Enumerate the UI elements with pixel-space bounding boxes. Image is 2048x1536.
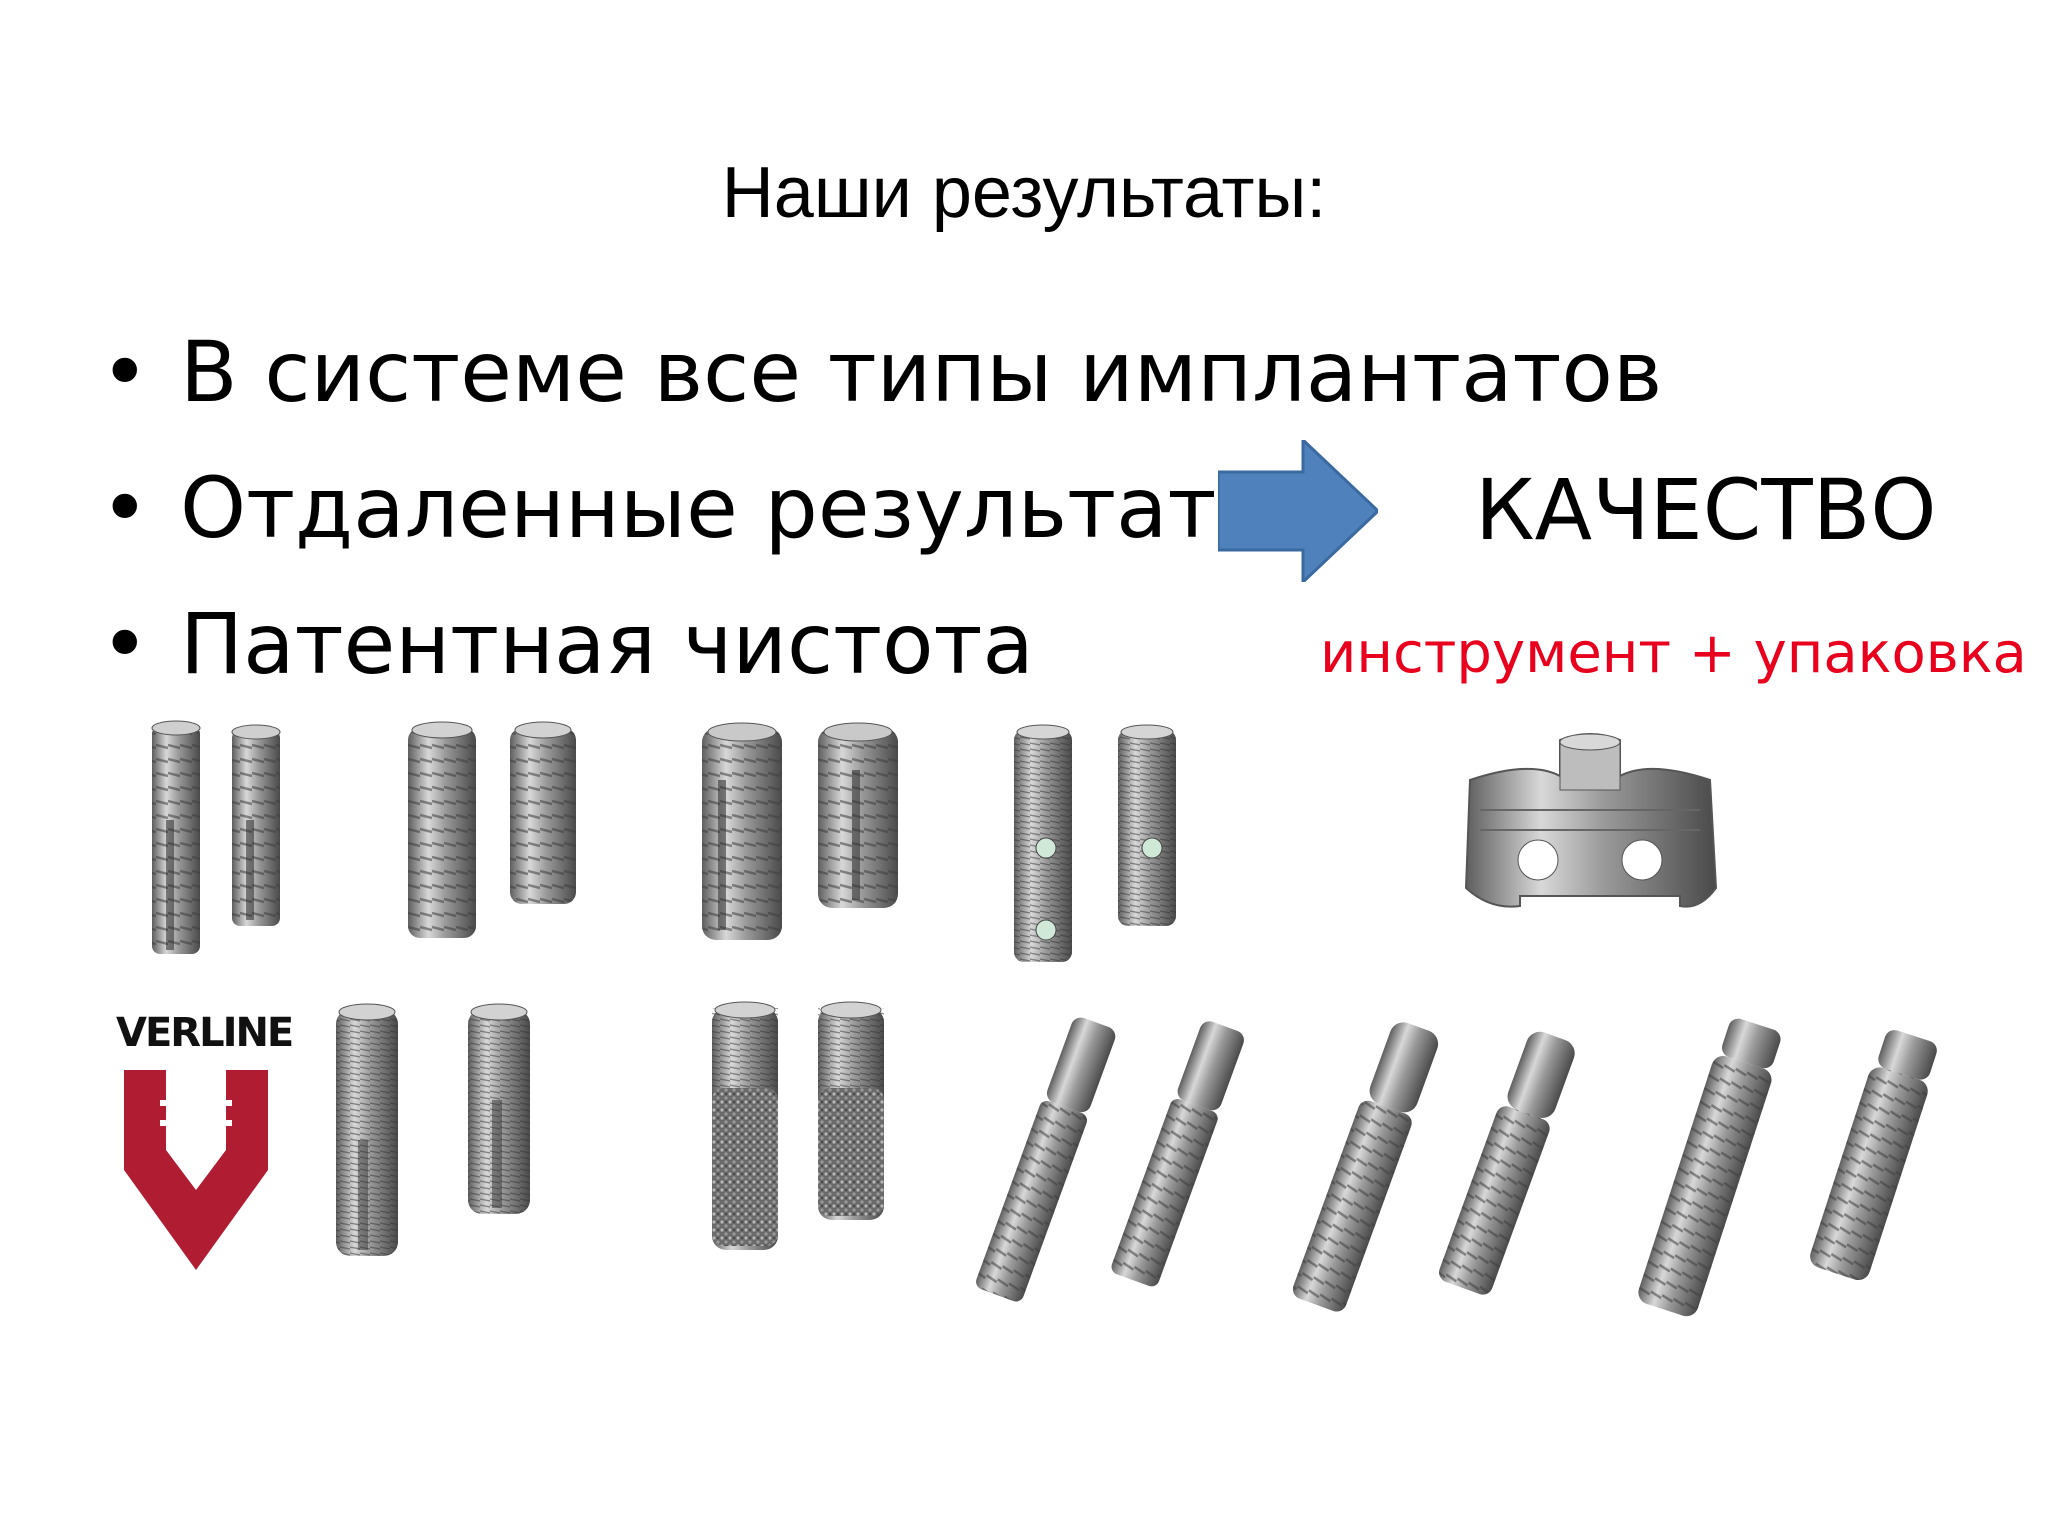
implant-icon xyxy=(1638,1018,1781,1317)
bullet-dot: • xyxy=(100,459,150,557)
bullet-text: Отдаленные результаты xyxy=(180,459,1283,557)
bullet-list: • В системе все типы имплантатов • Отдален… xyxy=(100,322,1662,730)
implant-icon xyxy=(712,1001,778,1250)
bullet-item: • В системе все типы имплантатов xyxy=(100,322,1662,458)
implant-icon xyxy=(1014,724,1072,962)
slide-title: Наши результаты: xyxy=(721,153,1327,233)
bullet-dot: • xyxy=(100,595,150,693)
implant-icon xyxy=(1439,1031,1575,1295)
tools-packaging-label: инструмент + упаковка xyxy=(1320,621,2027,686)
implant-icon xyxy=(1118,724,1176,926)
bullet-dot: • xyxy=(100,323,150,421)
verline-logo: VERLINE xyxy=(116,1010,294,1270)
implant-icon xyxy=(231,724,281,926)
implant-icon xyxy=(408,721,476,938)
implant-gallery xyxy=(151,720,1937,1317)
implant-icon xyxy=(818,1001,884,1220)
implant-icon xyxy=(468,1003,530,1214)
verline-logo-mark xyxy=(124,1070,268,1270)
quality-label: КАЧЕСТВО xyxy=(1475,461,1937,559)
implant-icon xyxy=(818,722,898,908)
implant-icon xyxy=(336,1003,398,1256)
bullet-item: • Патентная чистота xyxy=(100,594,1662,730)
implant-icon xyxy=(1111,1021,1244,1287)
implant-icon xyxy=(702,722,782,940)
bullet-item: • Отдаленные результаты xyxy=(100,458,1662,594)
implant-icon xyxy=(510,721,576,904)
packaging-holder-icon xyxy=(1464,733,1718,908)
verline-logo-text: VERLINE xyxy=(116,1010,294,1056)
bullet-text: В системе все типы имплантатов xyxy=(180,323,1663,421)
implant-icon xyxy=(1810,1030,1937,1281)
bullet-text: Патентная чистота xyxy=(180,595,1034,693)
implant-icon xyxy=(1292,1022,1439,1312)
arrow-right-icon xyxy=(1218,440,1378,582)
implant-icon xyxy=(151,720,201,954)
implant-icon xyxy=(976,1017,1116,1302)
